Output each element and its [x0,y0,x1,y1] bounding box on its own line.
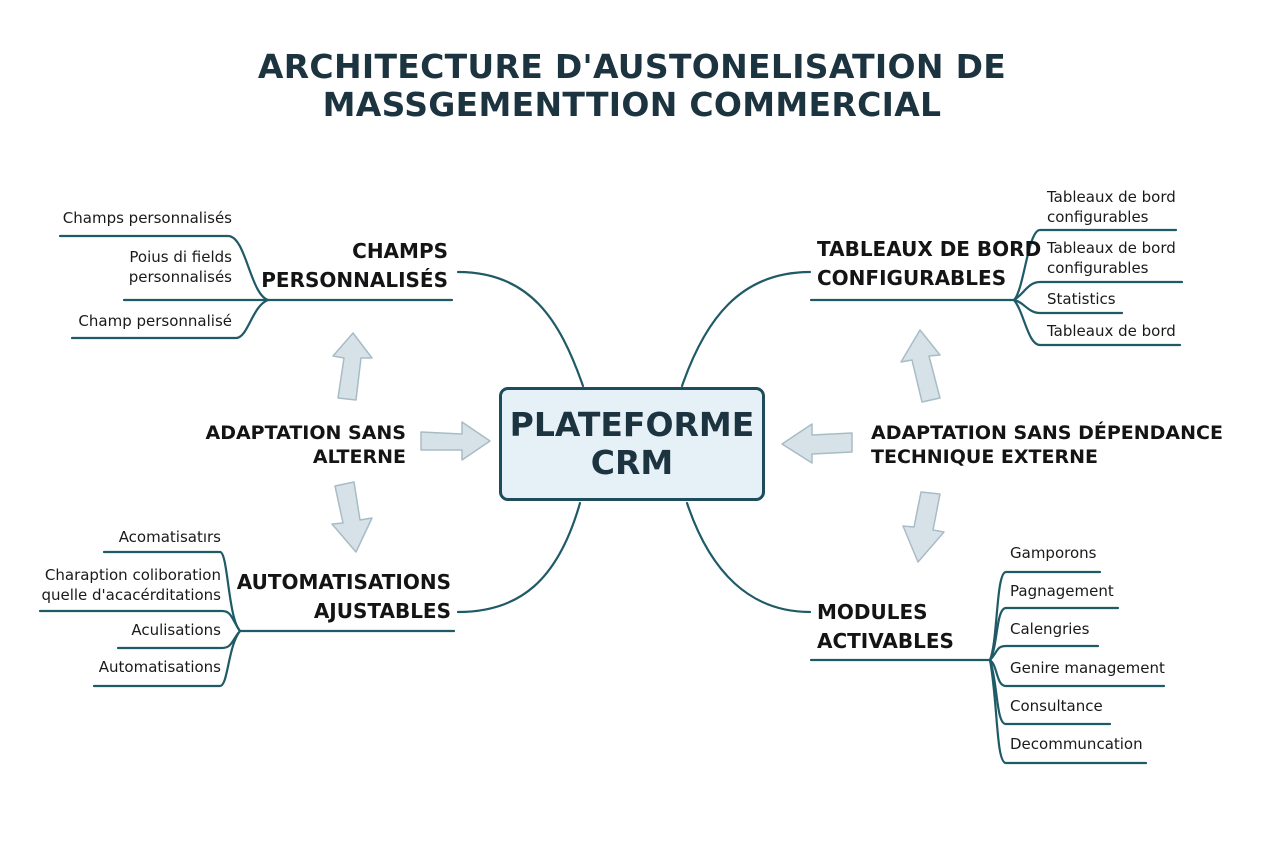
center-line-1: PLATEFORME [509,405,755,444]
leaf-tr-1-line-2: configurables [1047,208,1149,226]
branch-automatisations-ajustables: AUTOMATISATIONS AJUSTABLES [230,568,451,626]
leaf-tr-1-line-1: Tableaux de bord [1047,188,1176,206]
branch-tr-line-1: TABLEAUX DE BORD [817,237,1042,261]
branch-tr-line-2: CONFIGURABLES [817,266,1007,290]
center-line-2: CRM [590,443,674,482]
connector-bottom-right [685,501,812,614]
connector-top-right [680,270,812,388]
arrow-left-to-center [420,421,491,461]
leaf-connector-tr-4 [1012,298,1182,347]
leaf-connector-bl-4 [92,629,242,688]
leaf-connector-bl-2 [38,609,242,633]
leaf-connector-tr-2 [1012,280,1184,302]
leaf-bl-2-line-1: Charaption coliboration [44,566,221,584]
connector-top-left [456,270,585,388]
branch-bl-line-2: AJUSTABLES [313,599,451,623]
connector-bottom-left [456,501,582,614]
leaf-bl-2: Charaption coliboration quelle d'acacérd… [20,565,221,605]
leaf-connector-br-3 [988,644,1100,662]
central-node-crm: PLATEFORME CRM [499,387,765,501]
leaf-br-1: Gamporons [1010,544,1097,562]
leaf-connector-br-2 [988,606,1120,662]
leaf-connector-tl-3 [70,298,270,340]
branch-tableaux-de-bord: TABLEAUX DE BORD CONFIGURABLES [817,235,1041,293]
branch-modules-activables: MODULES ACTIVABLES [817,598,954,656]
leaf-tl-3: Champ personnalisé [78,312,232,330]
branch-champs-personnalises: CHAMPS PERSONNALISÉS [250,237,448,295]
title-line-1: ARCHITECTURE D'AUSTONELISATION DE [257,47,1007,86]
leaf-br-4: Genire management [1010,659,1165,677]
leaf-connector-br-6 [988,658,1148,765]
arrow-left-up [332,332,373,401]
leaf-tl-2-line-1: Poius di fields [129,248,232,266]
side-right-line-2: TECHNIQUE EXTERNE [871,446,1099,468]
arrow-left-down [331,481,373,553]
branch-br-line-1: MODULES [817,600,928,624]
branch-tl-line-1: CHAMPS [352,239,448,263]
diagram-title: ARCHITECTURE D'AUSTONELISATION DE MASSGE… [0,48,1264,124]
leaf-connector-br-4 [988,658,1166,688]
leaf-tr-2-line-1: Tableaux de bord [1047,239,1176,257]
leaf-bl-3: Aculisations [131,621,221,639]
branch-bl-line-1: AUTOMATISATIONS [236,570,451,594]
side-left-line-1: ADAPTATION SANS [205,422,407,444]
branch-br-line-2: ACTIVABLES [817,629,954,653]
side-label-left: ADAPTATION SANS ALTERNE [200,421,407,469]
leaf-br-2: Pagnagement [1010,582,1114,600]
leaf-connector-tr-1 [1012,228,1178,302]
arrow-right-to-center [781,423,853,464]
leaf-connector-tl-1 [58,234,270,302]
leaf-tl-2-line-2: personnalisés [128,268,232,286]
leaf-bl-4: Automatisations [98,658,221,676]
leaf-br-3: Calengries [1010,620,1090,638]
leaf-br-6: Decommuncation [1010,735,1143,753]
leaf-tl-2: Poius di fields personnalisés [100,247,232,287]
leaf-tr-2-line-2: configurables [1047,259,1149,277]
leaf-bl-1: Acomatisatırs [118,528,221,546]
leaf-tr-4: Tableaux de bord [1047,322,1176,340]
leaf-tr-2: Tableaux de bord configurables [1047,238,1176,278]
leaf-tr-1: Tableaux de bord configurables [1047,187,1176,227]
leaf-bl-2-line-2: quelle d'acacérditations [41,586,221,604]
side-left-line-2: ALTERNE [312,446,406,468]
leaf-tr-3: Statistics [1047,290,1116,308]
side-right-line-1: ADAPTATION SANS DÉPENDANCE [871,422,1223,444]
arrow-right-up [900,329,941,403]
branch-tl-line-2: PERSONNALISÉS [261,268,448,292]
leaf-connector-tr-3 [1012,298,1124,315]
leaf-br-5: Consultance [1010,697,1103,715]
side-label-right: ADAPTATION SANS DÉPENDANCE TECHNIQUE EXT… [871,421,1223,469]
arrow-right-down [902,491,945,563]
leaf-tl-1: Champs personnalisés [62,209,232,227]
title-line-2: MASSGEMENTTION COMMERCIAL [322,85,942,124]
